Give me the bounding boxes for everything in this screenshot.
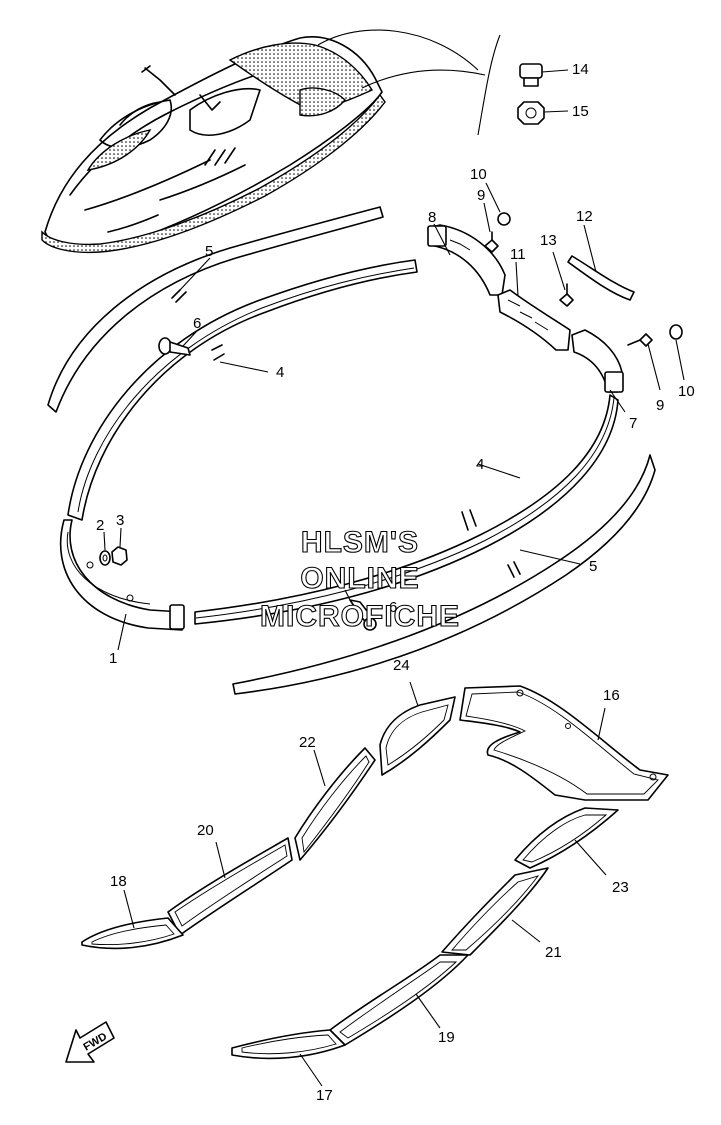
callout-22: 22	[299, 734, 316, 751]
callout-21: 21	[545, 944, 562, 961]
callout-2: 2	[96, 517, 104, 534]
callout-7: 7	[629, 415, 637, 432]
nut-15	[517, 101, 569, 125]
mat-20	[167, 837, 293, 936]
callout-10-upper: 10	[470, 166, 487, 183]
stern-piece-8	[427, 223, 506, 296]
watermark-line-3: MICROFICHE	[260, 600, 460, 633]
stern-piece-7	[571, 329, 626, 413]
callout-17: 17	[316, 1087, 333, 1104]
callout-3: 3	[116, 512, 124, 529]
fwd-arrow: FWD	[65, 1021, 115, 1063]
callout-18: 18	[110, 873, 127, 890]
watermark-line-2: ONLINE	[300, 562, 419, 595]
watercraft-illustration	[41, 29, 486, 254]
stern-piece-11	[497, 261, 571, 351]
mat-17	[231, 1029, 346, 1060]
callout-4-lower: 4	[476, 456, 484, 473]
watermark: HLSM'S ONLINE MICROFICHE	[259, 525, 460, 633]
bow-gunwale	[59, 519, 185, 631]
nut-3	[111, 527, 128, 566]
rub-strip-lower	[232, 454, 656, 695]
mat-19	[329, 954, 469, 1046]
mat-22	[294, 747, 376, 861]
leader-lines	[117, 257, 607, 1087]
bolt-6-lower	[344, 589, 377, 631]
callout-labels: 1 2 3 4 4 5 5 6 6 7 8 9 9 10 10 11 12 13…	[96, 61, 695, 1104]
callout-23: 23	[612, 879, 629, 896]
callout-19: 19	[438, 1029, 455, 1046]
rivet-9-upper	[483, 202, 499, 253]
mat-24	[379, 696, 456, 776]
gunwale-upper	[67, 259, 418, 521]
mat-16	[459, 685, 669, 801]
watermark-line-1: HLSM'S	[301, 526, 419, 559]
mat-21	[441, 867, 549, 956]
bolt-14	[519, 63, 569, 87]
callout-14: 14	[572, 61, 589, 78]
callout-9-lower: 9	[656, 397, 664, 414]
bolt-6-upper	[158, 331, 197, 356]
trim-strip-12	[567, 224, 635, 301]
rivet-13	[552, 251, 574, 307]
bracket	[477, 34, 501, 136]
callout-11: 11	[510, 246, 526, 263]
callout-6-lower: 6	[389, 599, 397, 616]
callout-5-lower: 5	[589, 558, 597, 575]
callout-15: 15	[572, 103, 589, 120]
rivet-9-lower	[627, 333, 661, 391]
callout-8: 8	[428, 209, 436, 226]
mat-18	[81, 917, 184, 950]
callout-5-upper: 5	[205, 243, 213, 260]
callout-20: 20	[197, 822, 214, 839]
callout-4-upper: 4	[276, 364, 284, 381]
cap-10-upper	[485, 182, 511, 226]
callout-1: 1	[109, 650, 117, 667]
callout-12: 12	[576, 208, 593, 225]
callout-13: 13	[540, 232, 557, 249]
callout-9-upper: 9	[477, 187, 485, 204]
mat-23	[514, 807, 619, 869]
callout-10-lower: 10	[678, 383, 695, 400]
rub-strip-upper	[47, 206, 384, 413]
washer-2	[99, 531, 111, 566]
callout-16: 16	[603, 687, 620, 704]
gunwale-lower	[194, 394, 619, 625]
callout-6-upper: 6	[193, 315, 201, 332]
callout-24: 24	[393, 657, 410, 674]
cap-10-lower	[669, 324, 685, 381]
